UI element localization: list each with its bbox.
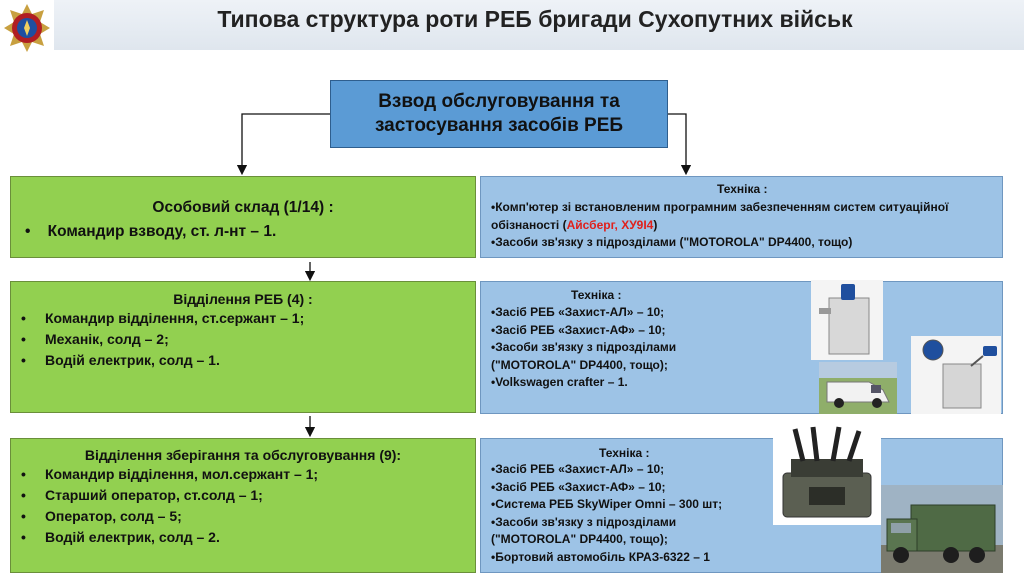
list-item: Оператор, солд – 5; [21,506,318,527]
jammer-device-photo [811,280,883,360]
tech1-list: •Комп'ютер зі встановленим програмним за… [491,199,948,252]
list-item: Водій електрик, солд – 2. [21,527,318,548]
tech3-box: Техніка : •Засіб РЕБ «Захист-АЛ» – 10; •… [480,438,1003,573]
platoon-line1: Взвод обслуговування та [375,90,623,114]
jammer-device-photo-2 [911,336,1001,414]
tech2-box: Техніка : •Засіб РЕБ «Захист-АЛ» – 10; •… [480,281,1003,414]
list-item: Водій електрик, солд – 1. [21,350,304,371]
tech2-heading: Техніка : [571,288,622,302]
tech1-line1: •Комп'ютер зі встановленим програмним за… [491,199,948,217]
tech2-list: •Засіб РЕБ «Захист-АЛ» – 10; •Засіб РЕБ … [491,304,676,392]
ew-squad-heading: Відділення РЕБ (4) : [11,291,475,307]
list-item: Командир відділення, ст.сержант – 1; [21,308,304,329]
tech1-line2-pre: обізнаності ( [491,218,567,232]
tech1-line2: обізнаності (Айсберг, ХУ9І4) [491,217,948,235]
storage-squad-box: Відділення зберігання та обслуговування … [10,438,476,573]
list-item: •Засіб РЕБ «Захист-АФ» – 10; [491,479,722,497]
van-photo [819,362,897,414]
storage-squad-list: Командир відділення, мол.сержант – 1; Ст… [21,464,318,548]
list-item: •Засіб РЕБ «Захист-АФ» – 10; [491,322,676,340]
list-item: •Бортовий автомобіль КРАЗ-6322 – 1 [491,549,722,567]
list-item: •Засоби зв'язку з підрозділами [491,514,722,532]
list-item: Командир відділення, мол.сержант – 1; [21,464,318,485]
tech3-list: •Засіб РЕБ «Захист-АЛ» – 10; •Засіб РЕБ … [491,461,722,566]
storage-squad-heading: Відділення зберігання та обслуговування … [11,447,475,463]
list-item: ("MOTOROLA" DP4400, тощо); [491,357,676,375]
list-item: •Система РЕБ SkyWiper Omni – 300 шт; [491,496,722,514]
tech1-line3: •Засоби зв'язку з підрозділами ("MOTOROL… [491,234,948,252]
personnel-item-text: Командир взводу, ст. л-нт – 1. [48,223,277,240]
tech1-heading: Техніка : [717,182,768,196]
platoon-line2: застосування засобів РЕБ [375,114,623,138]
list-item: •Volkswagen crafter – 1. [491,374,676,392]
personnel-item: • Командир взводу, ст. л-нт – 1. [25,223,276,241]
personnel-heading: Особовий склад (1/14) : [11,199,475,217]
list-item: Старший оператор, ст.солд – 1; [21,485,318,506]
tech3-heading: Техніка : [599,446,650,460]
list-item: •Засіб РЕБ «Захист-АЛ» – 10; [491,461,722,479]
platoon-box: Взвод обслуговування та застосування зас… [330,80,668,148]
personnel-box: Особовий склад (1/14) : • Командир взвод… [10,176,476,258]
list-item: Механік, солд – 2; [21,329,304,350]
list-item: •Засіб РЕБ «Захист-АЛ» – 10; [491,304,676,322]
skywiper-photo [773,423,881,525]
kraz-truck-photo [881,485,1003,573]
tech1-box: Техніка : •Комп'ютер зі встановленим про… [480,176,1003,258]
ew-squad-box: Відділення РЕБ (4) : Командир відділення… [10,281,476,413]
ew-squad-list: Командир відділення, ст.сержант – 1; Мех… [21,308,304,371]
list-item: •Засоби зв'язку з підрозділами [491,339,676,357]
list-item: ("MOTOROLA" DP4400, тощо); [491,531,722,549]
tech1-highlight: Айсберг, ХУ9І4 [567,218,654,232]
tech1-line2-post: ) [653,218,657,232]
